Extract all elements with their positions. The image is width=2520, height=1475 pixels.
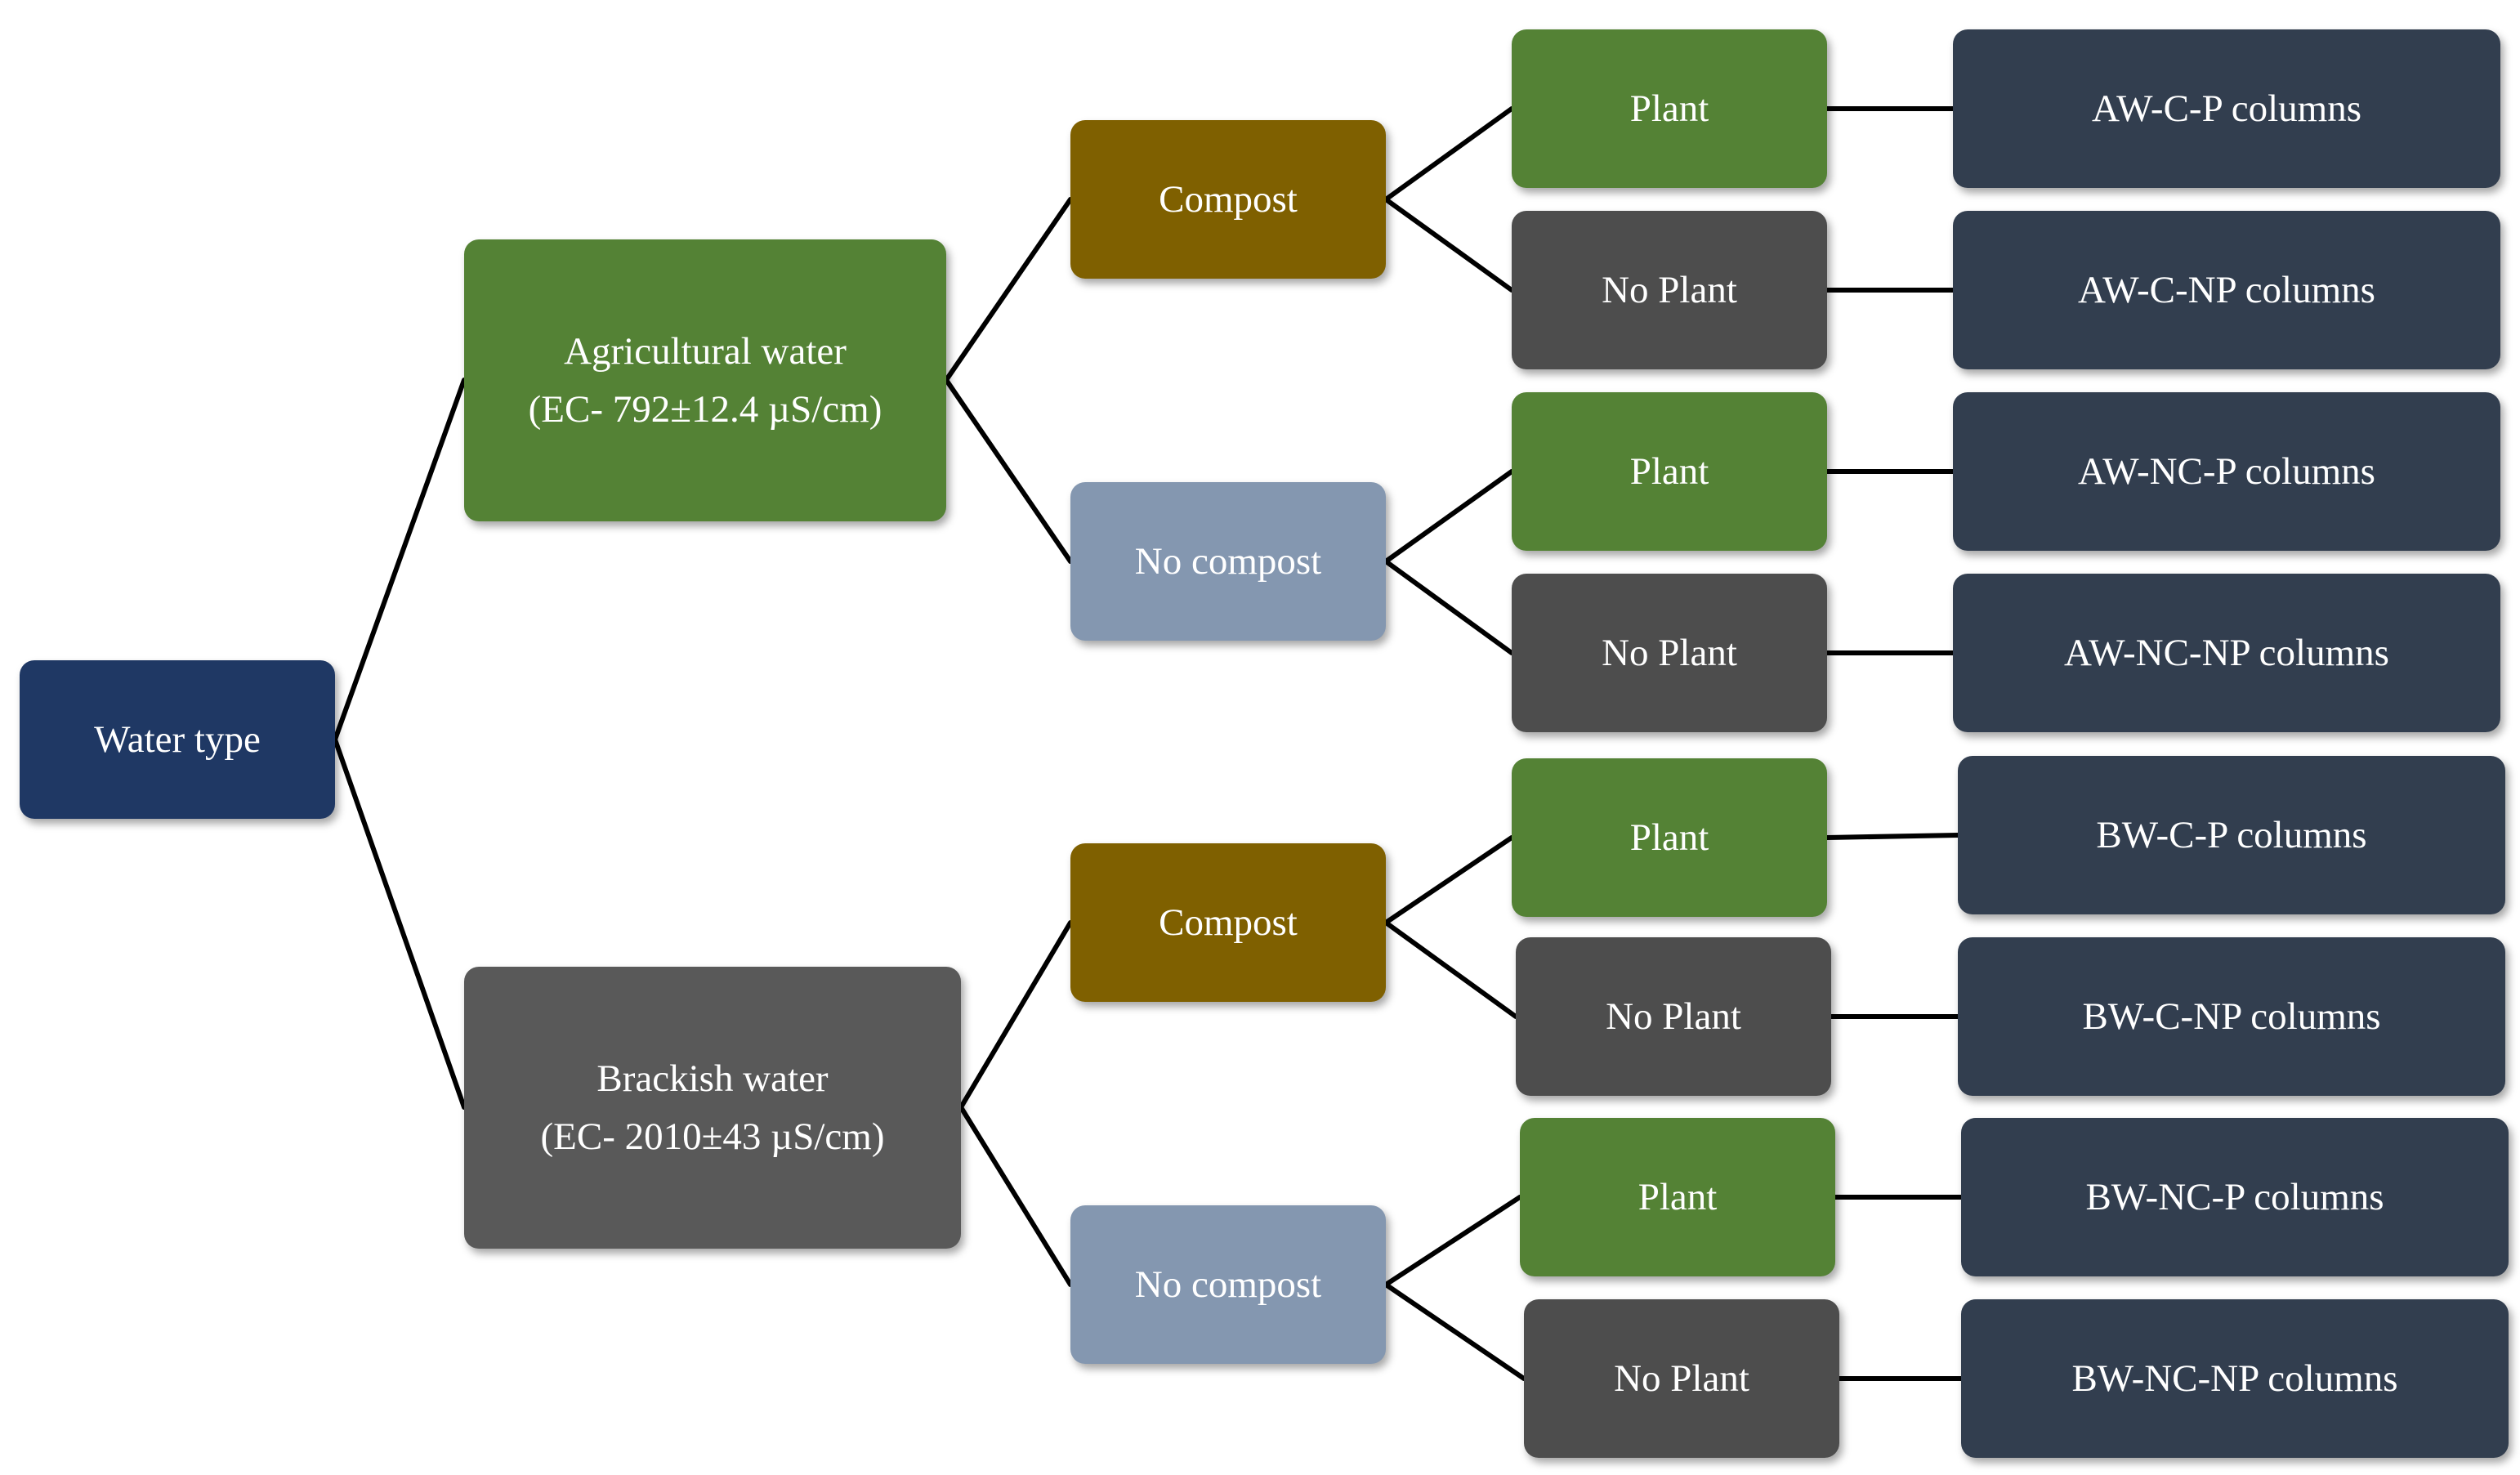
bw-c-plant-label: Plant xyxy=(1629,816,1709,859)
connector-root-agri xyxy=(333,378,467,742)
aw-compost-node: Compost xyxy=(1070,120,1386,279)
aw-no-compost-node: No compost xyxy=(1070,482,1386,641)
connector-bwnc-plant xyxy=(1383,1195,1522,1287)
bw-c-no-plant-node: No Plant xyxy=(1516,937,1831,1096)
bw-c-p-columns-label: BW-C-P columns xyxy=(2096,813,2367,856)
bw-nc-plant-node: Plant xyxy=(1520,1118,1835,1276)
bw-nc-plant-label: Plant xyxy=(1638,1175,1718,1218)
connector-brack-nocompost xyxy=(958,1105,1073,1287)
agricultural-water-label: Agricultural water xyxy=(564,330,847,373)
bw-nc-p-columns-node: BW-NC-P columns xyxy=(1961,1118,2509,1276)
aw-c-no-plant-label: No Plant xyxy=(1602,268,1737,311)
agricultural-water-node: Agricultural water (EC- 792±12.4 µS/cm) xyxy=(464,239,946,521)
aw-nc-plant-node: Plant xyxy=(1512,392,1827,551)
brackish-water-node: Brackish water (EC- 2010±43 µS/cm) xyxy=(464,967,961,1249)
aw-nc-p-columns-node: AW-NC-P columns xyxy=(1953,392,2500,551)
bw-nc-np-columns-label: BW-NC-NP columns xyxy=(2071,1357,2398,1400)
connector-bwcp-result xyxy=(1825,833,1960,840)
bw-nc-no-plant-node: No Plant xyxy=(1524,1299,1839,1458)
brackish-water-label: Brackish water xyxy=(596,1057,829,1100)
bw-c-p-columns-node: BW-C-P columns xyxy=(1958,756,2505,914)
aw-c-np-columns-node: AW-C-NP columns xyxy=(1953,211,2500,369)
water-type-label: Water type xyxy=(94,717,261,761)
connector-brack-compost xyxy=(958,920,1073,1110)
aw-nc-no-plant-label: No Plant xyxy=(1602,631,1737,674)
bw-no-compost-label: No compost xyxy=(1134,1263,1322,1306)
aw-nc-np-columns-node: AW-NC-NP columns xyxy=(1953,574,2500,732)
connector-root-brack xyxy=(333,737,467,1110)
connector-agri-nocompost xyxy=(944,378,1073,564)
aw-nc-np-columns-label: AW-NC-NP columns xyxy=(2064,631,2389,674)
connector-awc-noplant xyxy=(1383,197,1514,293)
bw-compost-label: Compost xyxy=(1159,901,1298,944)
connector-bwnc-noplant xyxy=(1383,1282,1526,1381)
water-type-node: Water type xyxy=(20,660,335,819)
aw-c-no-plant-node: No Plant xyxy=(1512,211,1827,369)
bw-c-np-columns-label: BW-C-NP columns xyxy=(2082,995,2381,1038)
connector-awnc-noplant xyxy=(1383,559,1514,655)
bw-nc-no-plant-label: No Plant xyxy=(1614,1357,1749,1400)
aw-nc-p-columns-label: AW-NC-P columns xyxy=(2078,449,2375,493)
bw-c-no-plant-label: No Plant xyxy=(1606,995,1741,1038)
agricultural-water-ec: (EC- 792±12.4 µS/cm) xyxy=(528,387,882,431)
aw-nc-plant-label: Plant xyxy=(1629,449,1709,493)
aw-no-compost-label: No compost xyxy=(1134,539,1322,583)
connector-agri-compost xyxy=(944,197,1073,382)
aw-c-p-columns-label: AW-C-P columns xyxy=(2091,87,2361,130)
bw-c-plant-node: Plant xyxy=(1512,758,1827,917)
bw-compost-node: Compost xyxy=(1070,843,1386,1002)
connector-bwc-noplant xyxy=(1383,920,1518,1019)
brackish-water-ec: (EC- 2010±43 µS/cm) xyxy=(540,1115,885,1158)
aw-c-plant-node: Plant xyxy=(1512,29,1827,188)
connector-awnc-plant xyxy=(1383,469,1514,564)
connector-awc-plant xyxy=(1383,106,1514,202)
aw-c-p-columns-node: AW-C-P columns xyxy=(1953,29,2500,188)
bw-no-compost-node: No compost xyxy=(1070,1205,1386,1364)
bw-c-np-columns-node: BW-C-NP columns xyxy=(1958,937,2505,1096)
aw-nc-no-plant-node: No Plant xyxy=(1512,574,1827,732)
bw-nc-np-columns-node: BW-NC-NP columns xyxy=(1961,1299,2509,1458)
aw-c-plant-label: Plant xyxy=(1629,87,1709,130)
connector-bwc-plant xyxy=(1383,835,1514,925)
aw-compost-label: Compost xyxy=(1159,177,1298,221)
bw-nc-p-columns-label: BW-NC-P columns xyxy=(2085,1175,2384,1218)
aw-c-np-columns-label: AW-C-NP columns xyxy=(2078,268,2375,311)
